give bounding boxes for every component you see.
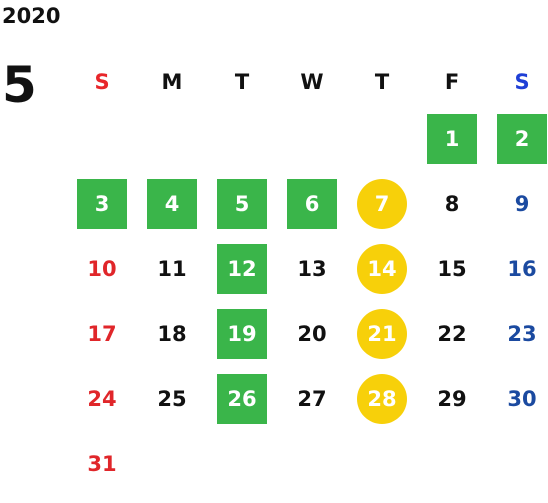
day-cell[interactable]: 9 [487, 172, 548, 237]
day-cell[interactable]: 23 [487, 302, 548, 367]
weekday-thu: T [374, 70, 390, 94]
day-cell[interactable]: 29 [417, 367, 487, 432]
week-row: 3 4 5 6 7 8 9 [67, 172, 548, 237]
day-number: 26 [227, 387, 257, 411]
week-row: 17 18 19 20 21 22 23 [67, 302, 548, 367]
day-cell[interactable]: 3 [67, 172, 137, 237]
day-number: 28 [367, 387, 397, 411]
day-number: 5 [234, 192, 250, 216]
day-cell[interactable]: 27 [277, 367, 347, 432]
day-cell[interactable]: 25 [137, 367, 207, 432]
day-number: 7 [374, 192, 390, 216]
day-cell[interactable]: 6 [277, 172, 347, 237]
day-cell[interactable]: 14 [347, 237, 417, 302]
highlight-circle [357, 309, 407, 359]
month-label: 5 [2, 56, 37, 114]
day-cell[interactable]: 21 [347, 302, 417, 367]
week-row: 31 [67, 432, 548, 497]
day-number: 21 [367, 322, 397, 346]
highlight-circle [357, 179, 407, 229]
day-cell[interactable]: 30 [487, 367, 548, 432]
day-number: 1 [444, 127, 460, 151]
day-number: 2 [514, 127, 530, 151]
day-cell[interactable]: 16 [487, 237, 548, 302]
day-number: 23 [507, 322, 537, 346]
day-number: 27 [297, 387, 327, 411]
day-number: 29 [437, 387, 467, 411]
day-cell[interactable]: 7 [347, 172, 417, 237]
highlight-circle [357, 374, 407, 424]
day-number: 20 [297, 322, 327, 346]
day-number: 15 [437, 257, 467, 281]
day-number: 4 [164, 192, 180, 216]
day-number: 19 [227, 322, 257, 346]
day-cell[interactable]: 4 [137, 172, 207, 237]
day-cell[interactable]: 10 [67, 237, 137, 302]
day-number: 3 [94, 192, 110, 216]
highlight-circle [357, 244, 407, 294]
day-number: 14 [367, 257, 397, 281]
weekday-header: S M T W T F S [67, 57, 548, 107]
day-number: 10 [87, 257, 117, 281]
day-number: 12 [227, 257, 257, 281]
day-cell[interactable]: 19 [207, 302, 277, 367]
highlight-square [427, 114, 477, 164]
day-cell[interactable]: 1 [417, 107, 487, 172]
highlight-square [287, 179, 337, 229]
highlight-square [147, 179, 197, 229]
day-number: 22 [437, 322, 467, 346]
day-number: 24 [87, 387, 117, 411]
day-cell[interactable]: 17 [67, 302, 137, 367]
day-cell[interactable]: 20 [277, 302, 347, 367]
day-number: 9 [514, 192, 530, 216]
highlight-square [217, 179, 267, 229]
day-cell[interactable]: 11 [137, 237, 207, 302]
day-number: 31 [87, 452, 117, 476]
day-number: 8 [444, 192, 460, 216]
day-cell[interactable]: 13 [277, 237, 347, 302]
day-number: 11 [157, 257, 187, 281]
weekday-mon: M [161, 70, 183, 94]
highlight-square [217, 309, 267, 359]
day-number: 18 [157, 322, 187, 346]
highlight-square [77, 179, 127, 229]
day-number: 6 [304, 192, 320, 216]
weekday-tue: T [234, 70, 250, 94]
week-row: 10 11 12 13 14 15 16 [67, 237, 548, 302]
day-cell[interactable]: 28 [347, 367, 417, 432]
highlight-square [497, 114, 547, 164]
day-number: 13 [297, 257, 327, 281]
day-cell[interactable]: 18 [137, 302, 207, 367]
day-number: 25 [157, 387, 187, 411]
day-number: 16 [507, 257, 537, 281]
highlight-square [217, 374, 267, 424]
day-cell[interactable]: 15 [417, 237, 487, 302]
weekday-sun: S [94, 70, 110, 94]
day-cell[interactable]: 24 [67, 367, 137, 432]
day-cell[interactable]: 22 [417, 302, 487, 367]
weekday-fri: F [444, 70, 460, 94]
day-cell[interactable]: 12 [207, 237, 277, 302]
day-cell[interactable]: 2 [487, 107, 548, 172]
day-cell[interactable]: 5 [207, 172, 277, 237]
year-label: 2020 [2, 4, 61, 28]
day-number: 17 [87, 322, 117, 346]
week-row: 24 25 26 27 28 29 30 [67, 367, 548, 432]
highlight-square [217, 244, 267, 294]
weekday-wed: W [300, 70, 324, 94]
day-cell[interactable]: 26 [207, 367, 277, 432]
day-cell[interactable]: 31 [67, 432, 137, 497]
day-number: 30 [507, 387, 537, 411]
weekday-sat: S [514, 70, 530, 94]
day-cell[interactable]: 8 [417, 172, 487, 237]
